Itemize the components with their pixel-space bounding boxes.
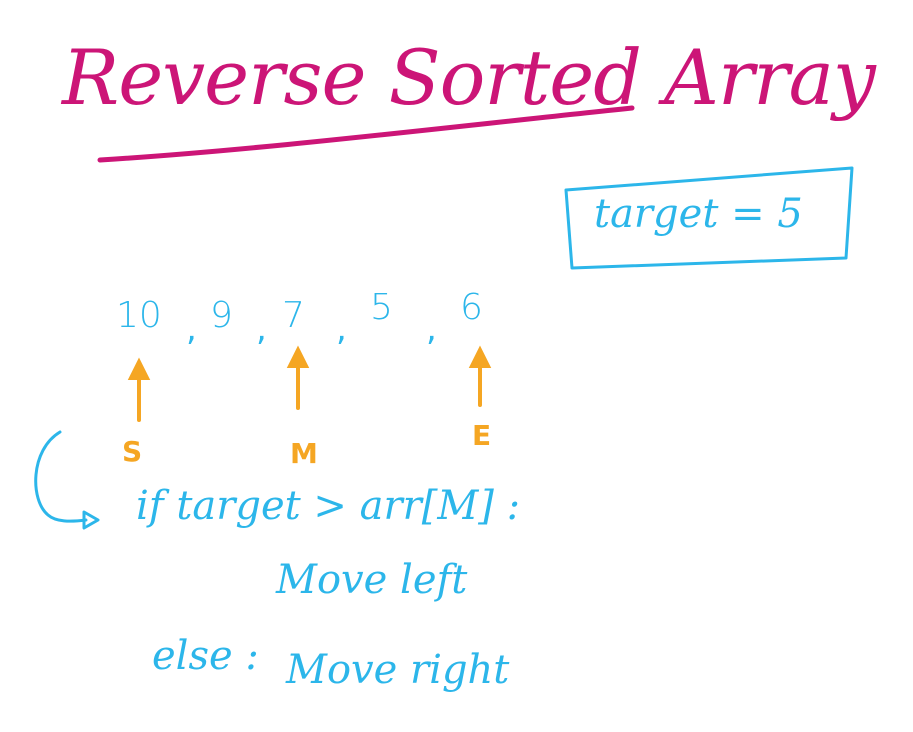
array-value-3: 5 (370, 287, 393, 328)
end-pointer-label: E (472, 419, 492, 452)
else-action-text: Move right (286, 647, 510, 693)
end-pointer-arrow (468, 345, 492, 407)
condition-text: if target > arr[M] : (136, 483, 521, 529)
array-separator: , (336, 309, 347, 349)
then-action-text: Move left (276, 557, 468, 603)
else-keyword-text: else : (152, 633, 259, 679)
mid-pointer-arrow (286, 345, 310, 410)
connector-arrowhead (82, 510, 100, 530)
page-title: Reverse Sorted Array (62, 33, 876, 122)
array-value-2: 7 (282, 295, 305, 336)
target-box-outline (564, 166, 854, 270)
array-value-1: 9 (210, 295, 233, 336)
mid-pointer-label: M (290, 437, 318, 470)
title-underline (97, 105, 635, 163)
array-separator: , (186, 309, 197, 349)
target-label: target = 5 (594, 191, 803, 237)
array-value-0: 10 (116, 295, 162, 336)
array-separator: , (256, 309, 267, 349)
start-pointer-arrow (127, 357, 151, 422)
connector-curve (34, 430, 88, 523)
array-value-4: 6 (460, 287, 483, 328)
array-separator: , (426, 309, 437, 349)
start-pointer-label: S (122, 435, 143, 468)
